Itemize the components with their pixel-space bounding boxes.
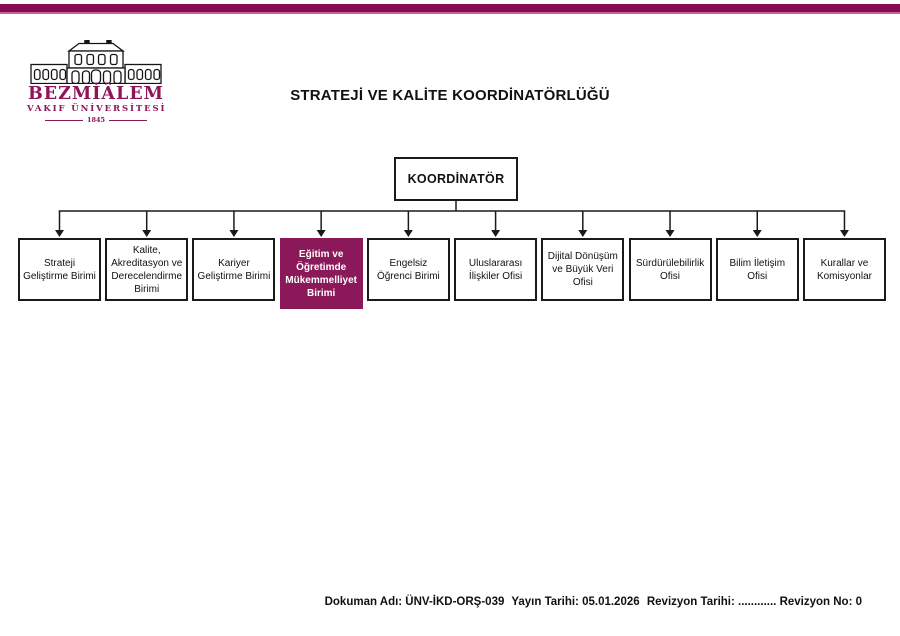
university-logo: BEZMİÂLEM VAKIF ÜNİVERSİTESİ 1845 (27, 40, 165, 124)
unit-strateji-gelistirme-birimi: Strateji Geliştirme Birimi (18, 238, 101, 301)
footer-document-id: Dokuman Adı: ÜNV-İKD-ORŞ-039 (324, 596, 505, 608)
header-bar (0, 4, 900, 14)
footer-issue-date: Yayın Tarihi: 05.01.2026 (511, 596, 640, 608)
coordinator-box: KOORDİNATÖR (394, 157, 518, 201)
unit-uluslararasi-iliskiler-ofisi: Uluslararası İlişkiler Ofisi (454, 238, 538, 301)
unit-engelsiz-ogrenci-birimi: Engelsiz Öğrenci Birimi (366, 238, 450, 301)
page-title: STRATEJİ VE KALİTE KOORDİNATÖRLÜĞÜ (290, 87, 610, 104)
university-building-icon (30, 40, 162, 84)
unit-bilim-iletisim-ofisi: Bilim İletişim Ofisi (715, 238, 799, 301)
unit-kalite-akreditasyon-derecelendirme-birimi: Kalite, Akreditasyon ve Derecelendirme B… (105, 238, 189, 301)
footer-revision-date: Revizyon Tarihi: ............ (646, 596, 777, 608)
logo-subtitle: VAKIF ÜNİVERSİTESİ (27, 104, 167, 115)
units-row: Strateji Geliştirme Birimi Kalite, Akred… (18, 238, 886, 309)
footer-revision-no: Revizyon No: 0 (779, 596, 862, 608)
logo-founding-year: 1845 (27, 116, 165, 124)
unit-kurallar-ve-komisyonlar: Kurallar ve Komisyonlar (802, 238, 886, 301)
unit-surdurulebilirlik-ofisi: Sürdürülebilirlik Ofisi (628, 238, 712, 301)
document-footer: Dokuman Adı: ÜNV-İKD-ORŞ-039 Yayın Tarih… (325, 596, 862, 608)
unit-egitim-ogretimde-mukemmelliyet-birimi: Eğitim ve Öğretimde Mükemmelliyet Birimi (279, 238, 363, 309)
unit-kariyer-gelistirme-birimi: Kariyer Geliştirme Birimi (192, 238, 276, 301)
unit-dijital-donusum-buyuk-veri-ofisi: Dijital Dönüşüm ve Büyük Veri Ofisi (541, 238, 625, 301)
logo-wordmark: BEZMİÂLEM (27, 84, 165, 104)
